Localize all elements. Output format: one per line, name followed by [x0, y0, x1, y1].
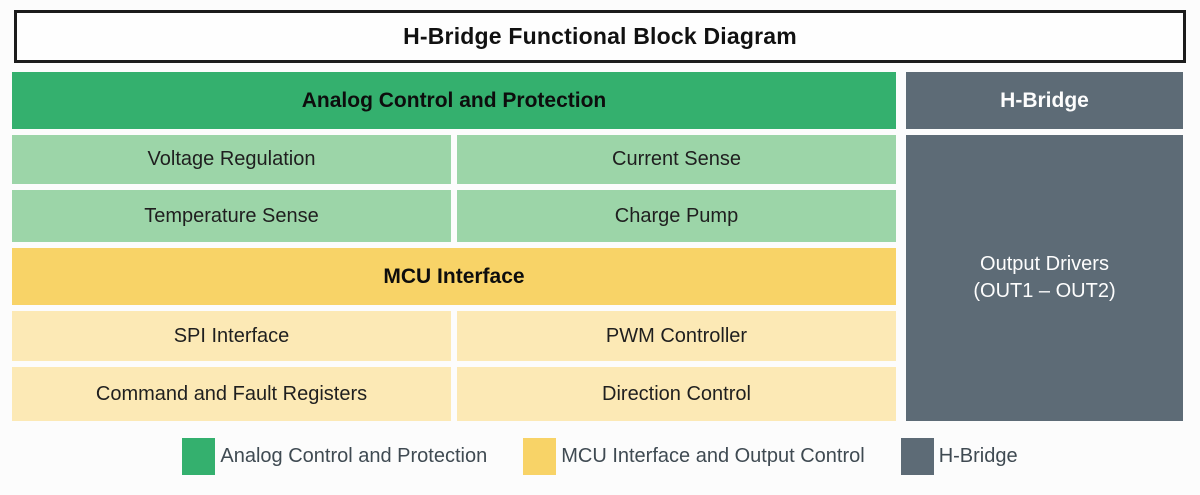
- block-charge-pump: Charge Pump: [457, 190, 896, 242]
- analog-row-1: Voltage Regulation Current Sense: [12, 135, 896, 184]
- mcu-row-1: SPI Interface PWM Controller: [12, 311, 896, 361]
- legend-item-mcu: MCU Interface and Output Control: [523, 438, 865, 475]
- diagram-title: H-Bridge Functional Block Diagram: [403, 23, 797, 49]
- analog-section-header: Analog Control and Protection: [12, 72, 896, 129]
- hbridge-section-header-label: H-Bridge: [1000, 88, 1089, 112]
- block-pwm-controller: PWM Controller: [457, 311, 896, 361]
- legend-swatch-yellow: [523, 438, 557, 475]
- legend-swatch-green: [182, 438, 216, 475]
- block-command-fault-registers: Command and Fault Registers: [12, 367, 451, 421]
- mcu-row-2: Command and Fault Registers Direction Co…: [12, 367, 896, 421]
- analog-section-header-label: Analog Control and Protection: [301, 88, 607, 112]
- legend-label-analog: Analog Control and Protection: [220, 445, 488, 467]
- block-current-sense: Current Sense: [457, 135, 896, 184]
- block-temperature-sense: Temperature Sense: [12, 190, 451, 242]
- legend-label-mcu: MCU Interface and Output Control: [561, 445, 865, 467]
- block-output-drivers: Output Drivers (OUT1 – OUT2): [906, 135, 1183, 421]
- legend-label-hbridge: H-Bridge: [938, 445, 1018, 467]
- legend-item-analog: Analog Control and Protection: [182, 438, 487, 475]
- block-direction-control: Direction Control: [457, 367, 896, 421]
- legend-swatch-gray: [900, 438, 934, 475]
- output-drivers-line1: Output Drivers: [980, 253, 1109, 275]
- analog-row-2: Temperature Sense Charge Pump: [12, 190, 896, 242]
- block-spi-interface: SPI Interface: [12, 311, 451, 361]
- diagram-title-box: H-Bridge Functional Block Diagram: [14, 10, 1186, 63]
- legend: Analog Control and Protection MCU Interf…: [0, 438, 1200, 475]
- block-voltage-regulation: Voltage Regulation: [12, 135, 451, 184]
- mcu-section-header: MCU Interface: [12, 248, 896, 305]
- output-drivers-line2: (OUT1 – OUT2): [973, 280, 1116, 302]
- hbridge-section-header: H-Bridge: [906, 72, 1183, 129]
- left-block-stack: Analog Control and Protection Voltage Re…: [12, 72, 896, 421]
- hbridge-block-stack: H-Bridge Output Drivers (OUT1 – OUT2): [906, 72, 1183, 421]
- legend-item-hbridge: H-Bridge: [900, 438, 1018, 475]
- mcu-section-header-label: MCU Interface: [383, 264, 525, 288]
